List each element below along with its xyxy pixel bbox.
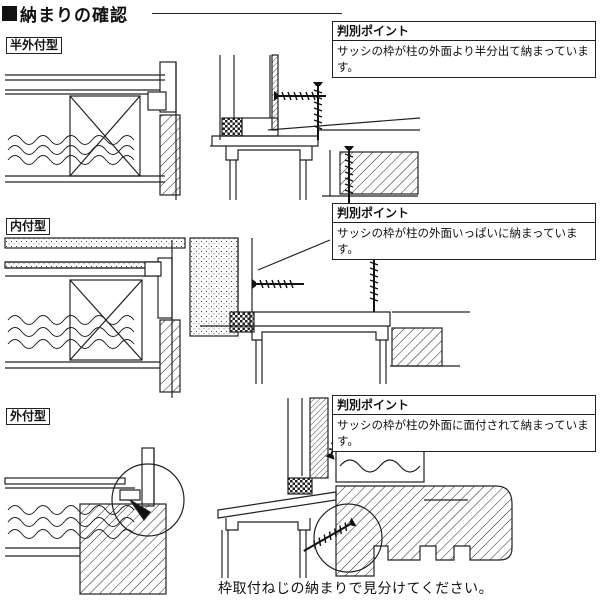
point-title: 判別ポイント bbox=[333, 22, 595, 41]
black-square-icon bbox=[2, 5, 17, 21]
point-text: サッシの枠が柱の外面より半分出て納まっています。 bbox=[337, 44, 589, 74]
point-text: サッシの枠が柱の外面いっぱいに納まっています。 bbox=[337, 226, 578, 256]
point-title: 判別ポイント bbox=[333, 204, 595, 223]
point-box-external: 判別ポイント サッシの枠が柱の外面に面付されて納まっています。 bbox=[332, 395, 596, 452]
type-label-internal: 内付型 bbox=[6, 218, 51, 235]
type-label-external: 外付型 bbox=[6, 408, 51, 425]
type-label-half-external: 半外付型 bbox=[6, 37, 63, 54]
point-box-internal: 判別ポイント サッシの枠が柱の外面いっぱいに納まっています。 bbox=[332, 203, 596, 260]
diagram-half-external bbox=[5, 54, 421, 200]
section-header: 納まりの確認 bbox=[2, 2, 128, 26]
page-title: 納まりの確認 bbox=[20, 5, 128, 26]
point-text: サッシの枠が柱の外面に面付されて納まっています。 bbox=[337, 418, 589, 448]
point-box-half-external: 判別ポイント サッシの枠が柱の外面より半分出て納まっています。 bbox=[332, 21, 596, 78]
diagram-internal bbox=[4, 237, 470, 398]
diagram-external bbox=[4, 397, 513, 595]
footer-note: 枠取付ねじの納まりで見分けてください。 bbox=[218, 581, 494, 597]
header-rule bbox=[152, 13, 342, 14]
point-title: 判別ポイント bbox=[333, 396, 595, 415]
